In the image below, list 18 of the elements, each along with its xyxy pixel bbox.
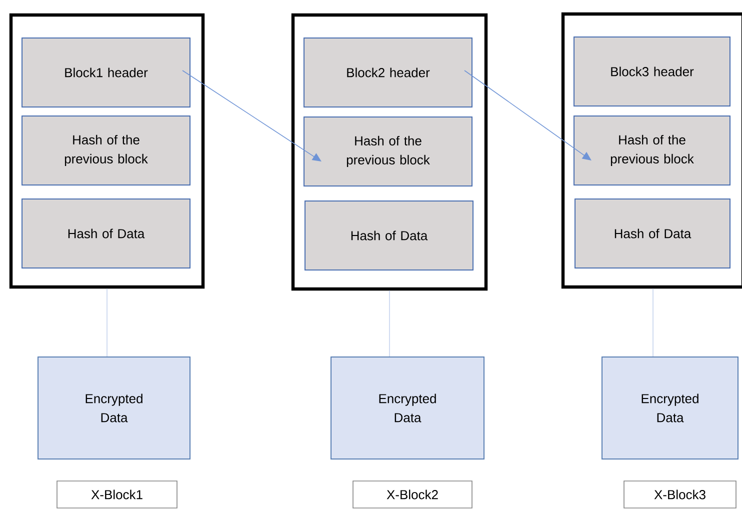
- field-box: Hash of the previous block: [304, 116, 472, 186]
- connector-line: [106, 288, 108, 357]
- field-box: Hash of the previous block: [22, 116, 190, 186]
- data-box: Encrypted Data: [38, 356, 190, 460]
- label-box: X-Block2: [352, 480, 472, 508]
- field-box: Hash of Data: [22, 198, 190, 268]
- label-box: X-Block1: [56, 480, 178, 508]
- data-box: Encrypted Data: [602, 356, 738, 460]
- connector-line: [389, 290, 390, 357]
- field-box: Block2 header: [304, 38, 472, 108]
- label-box: X-Block3: [624, 480, 736, 508]
- field-box: Hash of Data: [304, 200, 474, 270]
- field-box: Block1 header: [22, 38, 190, 108]
- connector-line: [652, 288, 654, 357]
- field-box: Hash of Data: [574, 198, 730, 268]
- field-box: Hash of the previous block: [574, 116, 730, 186]
- field-box: Block3 header: [574, 36, 730, 106]
- data-box: Encrypted Data: [330, 356, 484, 460]
